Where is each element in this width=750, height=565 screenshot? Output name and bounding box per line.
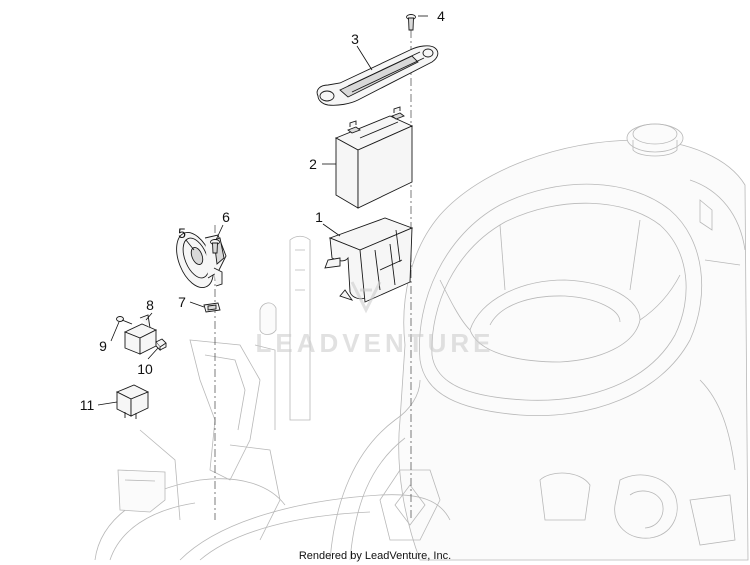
callout-7: 7 <box>178 294 186 310</box>
screw-part-9 <box>116 316 133 325</box>
battery-strap-part <box>316 45 439 106</box>
screw-part-4 <box>406 14 416 31</box>
screw-part-6 <box>210 239 220 254</box>
watermark-text: LEADVENTURE <box>255 328 494 358</box>
watermark-logo-icon <box>350 281 382 314</box>
horn-part <box>176 232 227 288</box>
battery-tray-part <box>324 217 414 303</box>
callout-10: 10 <box>137 361 153 377</box>
callout-1: 1 <box>315 209 323 225</box>
relay-part-8 <box>123 314 158 355</box>
callout-9: 9 <box>99 338 107 354</box>
callout-6: 6 <box>222 209 230 225</box>
callout-5: 5 <box>178 225 186 241</box>
rendered-by-footer: Rendered by LeadVenture, Inc. <box>299 550 451 562</box>
leader-lines <box>97 15 428 406</box>
clip-nut-part-7 <box>203 302 221 313</box>
callout-11: 11 <box>80 397 95 413</box>
callout-2: 2 <box>309 156 317 172</box>
callout-4: 4 <box>437 8 445 24</box>
battery-part <box>334 106 414 209</box>
callout-3: 3 <box>351 31 359 47</box>
leadventure-watermark: LEADVENTURE <box>255 281 494 358</box>
scooter-body-outline <box>94 123 749 561</box>
relay-part-11 <box>115 384 150 419</box>
callout-labels: 1 2 3 4 5 6 7 8 9 10 11 <box>80 8 445 413</box>
callout-8: 8 <box>146 297 154 313</box>
